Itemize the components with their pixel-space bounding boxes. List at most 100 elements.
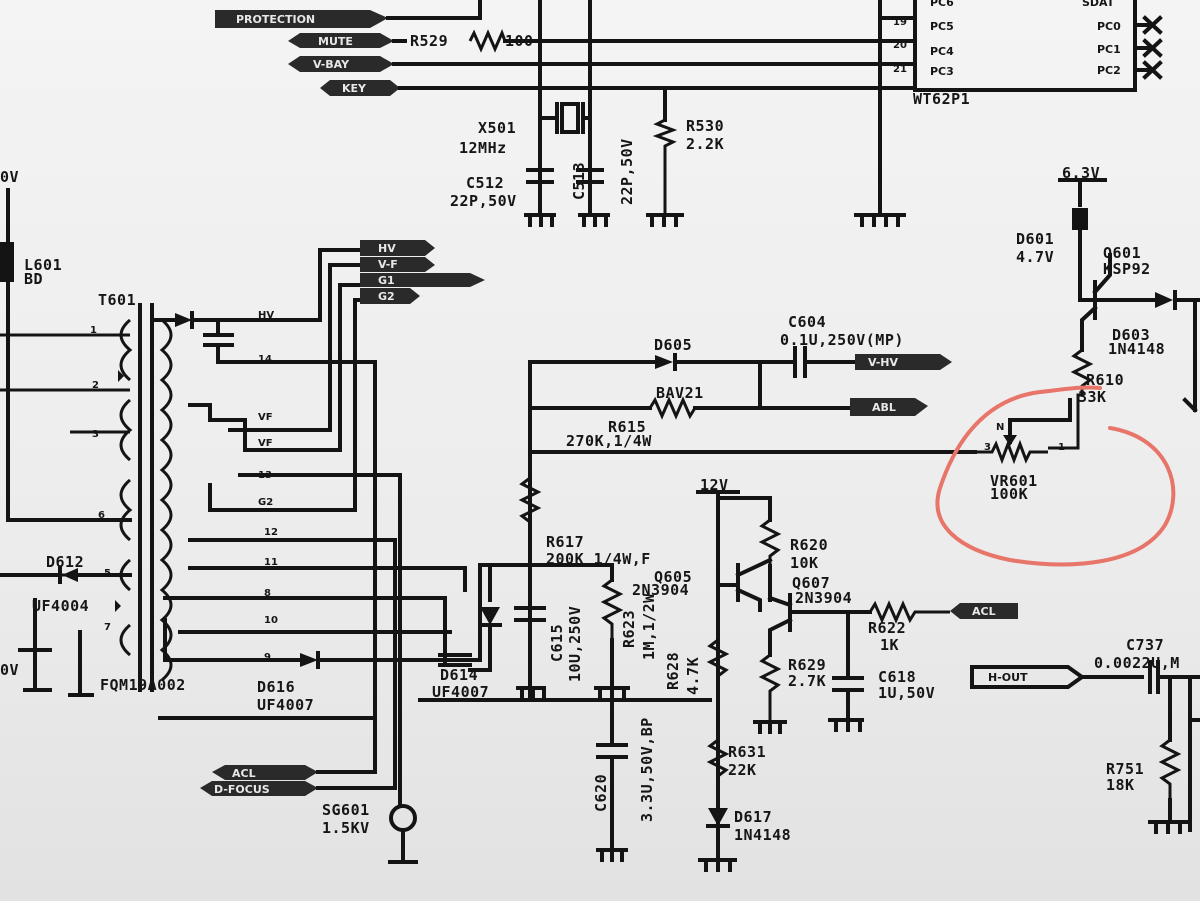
d614-value: UF4007 bbox=[432, 683, 489, 701]
net-tag-mute-label: MUTE bbox=[318, 35, 353, 48]
r629-ref: R629 bbox=[788, 656, 826, 674]
mcu-pin-pc3: PC3 bbox=[930, 65, 954, 78]
r610-ref: R610 bbox=[1086, 371, 1124, 389]
r617-ref: R617 bbox=[546, 533, 584, 551]
c737-value: 0.0022U,M bbox=[1094, 654, 1180, 672]
t601-pin-vf2: VF bbox=[258, 438, 273, 449]
t601-pin-7: 7 bbox=[104, 622, 111, 633]
left-rail-label-2: 0V bbox=[0, 661, 19, 679]
mcu-pin-pc6: PC6 bbox=[930, 0, 954, 9]
x501-ref: X501 bbox=[478, 119, 516, 137]
ic-wt62p1: 19 20 21 PC6 PC5 PC4 PC3 SDAT PC0 PC1 PC… bbox=[893, 0, 1163, 108]
mcu-pin-pc5: PC5 bbox=[930, 20, 954, 33]
net-tag-acl: ACL bbox=[212, 765, 318, 780]
transformer-t601 bbox=[0, 303, 173, 692]
net-tag-vbay: V-BAY bbox=[288, 56, 394, 72]
t601-pin-1: 1 bbox=[90, 325, 97, 336]
t601-ref: T601 bbox=[98, 291, 136, 309]
net-tag-dfocus-label: D-FOCUS bbox=[214, 783, 270, 796]
d601-value: 4.7V bbox=[1016, 248, 1054, 266]
potentiometer-vr601 bbox=[975, 398, 1072, 465]
q601-ref: Q601 bbox=[1103, 244, 1141, 262]
l601-ref: L601 bbox=[24, 256, 62, 274]
vr601-value: 100K bbox=[990, 485, 1028, 503]
q605-ref: Q605 bbox=[654, 568, 692, 586]
d605-ref: D605 bbox=[654, 336, 692, 354]
resistor-r631-symbol bbox=[706, 738, 730, 778]
c615-ref: C615 bbox=[548, 624, 566, 662]
t601-pin-3: 3 bbox=[92, 429, 99, 440]
net-tag-dfocus: D-FOCUS bbox=[200, 781, 318, 796]
transistor-q605 bbox=[716, 557, 773, 612]
net-tag-hout: H-OUT bbox=[970, 665, 1086, 689]
r623-ref: R623 bbox=[620, 610, 638, 648]
c513-ref: C513 bbox=[570, 162, 588, 200]
r620-ref: R620 bbox=[790, 536, 828, 554]
resistor-r530-symbol bbox=[652, 118, 678, 215]
d601-ref: D601 bbox=[1016, 230, 1054, 248]
r615-value: 270K,1/4W bbox=[566, 432, 652, 450]
diode-d616-symbol bbox=[300, 653, 318, 667]
r615-ref: R615 bbox=[608, 418, 646, 436]
mcu-ref: WT62P1 bbox=[913, 90, 970, 108]
c604-value: 0.1U,250V(MP) bbox=[780, 331, 904, 349]
vr601-pin-n: N bbox=[996, 422, 1004, 433]
t601-pin-14: 14 bbox=[258, 354, 272, 365]
r751-value: 18K bbox=[1106, 776, 1135, 794]
d616-ref: D616 bbox=[257, 678, 295, 696]
net-tag-acl-label: ACL bbox=[232, 767, 256, 780]
r622-value: 1K bbox=[880, 636, 899, 654]
net-63v-label: 6.3V bbox=[1062, 164, 1100, 182]
resistor-r629-symbol bbox=[758, 653, 782, 722]
c512-ref: C512 bbox=[466, 174, 504, 192]
t601-pin-hv: HV bbox=[258, 310, 274, 321]
r530-ref: R530 bbox=[686, 117, 724, 135]
r529-value: 100 bbox=[505, 32, 534, 50]
net-tag-g2: G2 bbox=[360, 288, 420, 304]
c604-ref: C604 bbox=[788, 313, 826, 331]
diode-d614-symbol bbox=[480, 607, 500, 625]
r628-value: 4.7K bbox=[684, 657, 702, 695]
net-tag-mute: MUTE bbox=[288, 33, 394, 48]
t601-pin-6: 6 bbox=[98, 510, 105, 521]
mcu-pin-num-21: 21 bbox=[893, 64, 907, 75]
crystal-x501 bbox=[538, 102, 592, 134]
net-tag-g1-label: G1 bbox=[378, 274, 395, 287]
r620-value: 10K bbox=[790, 554, 819, 572]
net-tag-hv-label: HV bbox=[378, 242, 396, 255]
c620-ref: C620 bbox=[592, 774, 610, 812]
net-tag-vf-label: V-F bbox=[378, 258, 398, 271]
left-rail-label: 0V bbox=[0, 168, 19, 186]
r628-ref: R628 bbox=[664, 652, 682, 690]
c615-value: 10U,250V bbox=[566, 606, 584, 682]
t601-pin-2: 2 bbox=[92, 380, 99, 391]
d614-ref: D614 bbox=[440, 666, 478, 684]
resistor-r623-symbol bbox=[600, 578, 624, 640]
t601-pin-vf1: VF bbox=[258, 412, 273, 423]
q607-ref: Q607 bbox=[792, 574, 830, 592]
vr601-ref: VR601 bbox=[990, 472, 1038, 490]
net-tag-hout-label: H-OUT bbox=[988, 671, 1028, 684]
diode-d617-symbol bbox=[708, 808, 728, 826]
net-tag-hv: HV bbox=[360, 240, 435, 256]
sg601-value: 1.5KV bbox=[322, 819, 370, 837]
net-tag-protection: PROTECTION bbox=[215, 10, 388, 28]
net-tag-vhv: V-HV bbox=[855, 354, 952, 370]
net-tag-vhv-label: V-HV bbox=[868, 356, 898, 369]
diode-d605-symbol bbox=[655, 355, 673, 369]
net-tag-vbay-label: V-BAY bbox=[313, 58, 350, 71]
l601-value: BD bbox=[24, 270, 43, 288]
r622-ref: R622 bbox=[868, 619, 906, 637]
d612-value: UF4004 bbox=[32, 597, 89, 615]
resistor-r610-symbol bbox=[1048, 348, 1094, 450]
net-tag-abl-label: ABL bbox=[872, 401, 896, 414]
net-12v-label: 12V bbox=[700, 476, 729, 494]
r530-value: 2.2K bbox=[686, 135, 724, 153]
net-tag-key: KEY bbox=[320, 80, 400, 96]
c737-ref: C737 bbox=[1126, 636, 1164, 654]
resistor-r617-symbol bbox=[518, 476, 542, 524]
d603-value: 1N4148 bbox=[1108, 340, 1165, 358]
r610-value: 33K bbox=[1078, 388, 1107, 406]
mcu-pin-pc2: PC2 bbox=[1097, 64, 1121, 77]
